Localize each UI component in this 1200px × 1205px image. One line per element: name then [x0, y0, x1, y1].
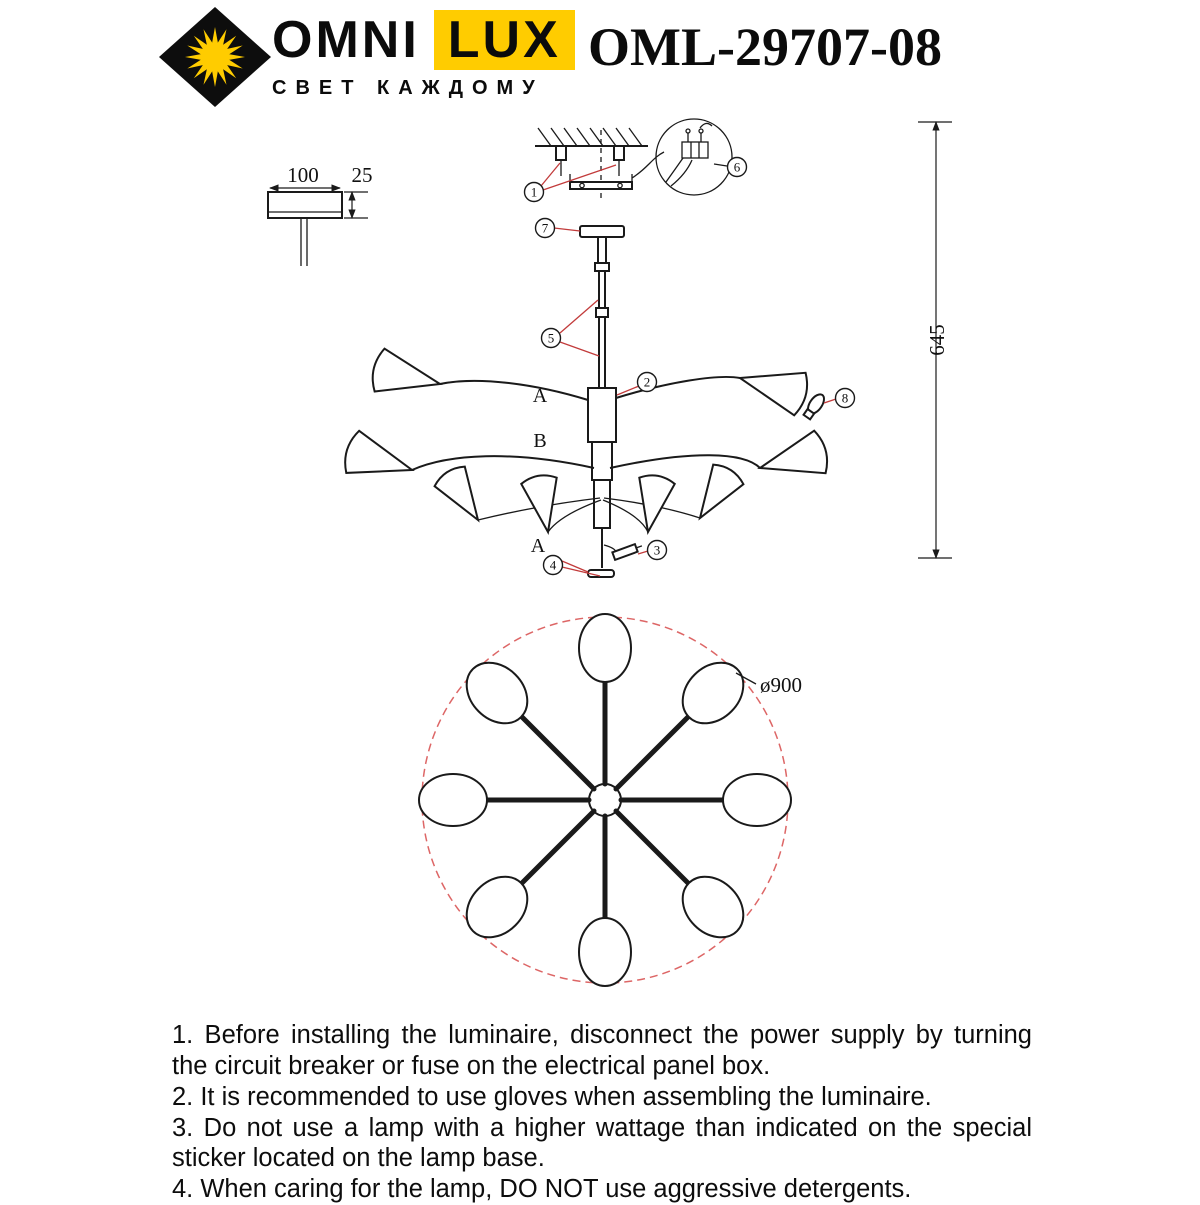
callout-5-label: 5	[548, 331, 555, 346]
omnilux-logo-icon	[159, 7, 271, 107]
brand-tagline: СВЕТ КАЖДОМУ	[272, 77, 544, 100]
instruction-item-3: 3. Do not use a lamp with a higher watta…	[172, 1113, 1032, 1173]
central-hub	[587, 387, 617, 529]
canopy-plate	[579, 225, 625, 238]
wiring-detail-view	[655, 118, 733, 196]
callout-6-label: 6	[734, 160, 741, 175]
lampshade-mid-3	[629, 471, 677, 537]
diameter-label: ø900	[760, 673, 802, 697]
callout-3-label: 3	[654, 543, 661, 558]
canopy-height-label: 25	[352, 163, 373, 187]
suspension-stem	[594, 236, 610, 389]
instructions: 1. Before installing the luminaire, disc…	[172, 1020, 1032, 1205]
callout-3: 3	[646, 539, 668, 561]
top-shade-sw	[465, 875, 529, 939]
canopy-width-label: 100	[287, 163, 319, 187]
callout-2: 2	[636, 371, 658, 393]
upper-arm-right	[615, 355, 813, 418]
callout-6: 6	[726, 156, 748, 178]
lampshade-upper-left	[367, 346, 446, 407]
callout-8-label: 8	[842, 391, 849, 406]
height-dimension: 645	[918, 121, 952, 559]
canopy-detail-drawing: 100 25	[267, 163, 373, 266]
height-label: 645	[925, 324, 949, 356]
middle-shade-cluster	[430, 459, 748, 537]
callout-4-label: 4	[550, 558, 557, 573]
callout-8: 8	[834, 387, 856, 409]
lampshade-lower-left	[339, 428, 420, 493]
instruction-item-4: 4. When caring for the lamp, DO NOT use …	[172, 1175, 912, 1204]
top-view: ø900	[418, 613, 802, 987]
model-number: OML-29707-08	[588, 17, 942, 77]
top-shade-s	[578, 917, 632, 987]
brand-name-omni: OMNI	[272, 10, 420, 69]
top-shade-nw	[465, 661, 529, 725]
callout-5: 5	[540, 327, 562, 349]
top-shade-se	[681, 875, 745, 939]
leader-lines	[540, 162, 837, 577]
instruction-item-2: 2. It is recommended to use gloves when …	[172, 1082, 932, 1111]
top-shade-n	[578, 613, 632, 683]
bottom-connector	[587, 528, 643, 578]
canopy-plate-side	[267, 191, 343, 219]
callout-7-label: 7	[542, 221, 549, 236]
tier-label-middle: B	[533, 430, 546, 452]
callout-1-label: 1	[531, 185, 538, 200]
callout-1: 1	[523, 181, 545, 203]
ceiling-hatch	[535, 127, 648, 147]
mounting-bracket	[569, 151, 665, 190]
brand-text: OMNI LUX СВЕТ КАЖДОМУ	[272, 10, 575, 100]
tier-label-top: A	[533, 385, 548, 407]
top-shade-ne	[681, 661, 745, 725]
callout-7: 7	[534, 217, 556, 239]
brand-name-lux: LUX	[433, 10, 575, 71]
callout-4: 4	[542, 554, 564, 576]
top-shade-e	[722, 773, 792, 827]
tier-label-bottom: A	[531, 535, 546, 557]
lampshade-lower-right	[753, 428, 833, 491]
logo-starburst-2	[187, 29, 243, 85]
upper-arm-left	[367, 346, 589, 407]
callout-2-label: 2	[644, 375, 651, 390]
top-shade-w	[418, 773, 488, 827]
lampshade-mid-1	[430, 461, 495, 531]
lampshade-mid-4	[683, 459, 748, 529]
bulb	[802, 393, 825, 421]
lampshade-upper-right	[733, 355, 813, 418]
lower-arm-left	[339, 428, 595, 493]
lower-arm-right	[609, 428, 833, 491]
instruction-item-1: 1. Before installing the luminaire, disc…	[172, 1021, 1032, 1080]
